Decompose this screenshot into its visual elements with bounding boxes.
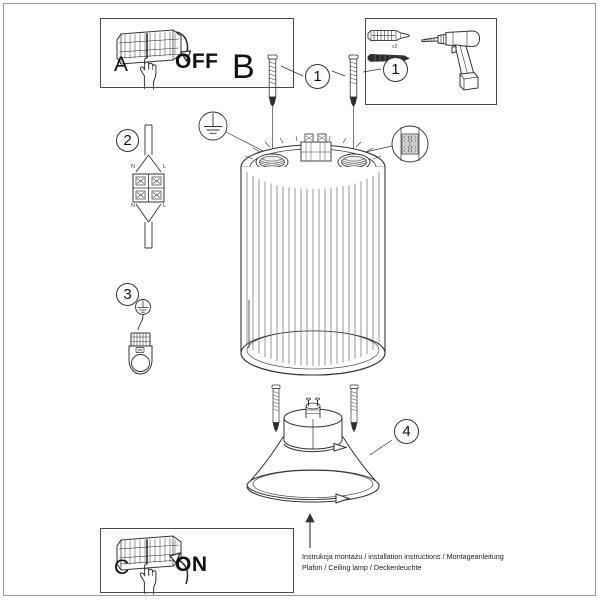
panel-a-action-label: OFF <box>175 50 219 73</box>
mounting-screws-top <box>267 54 382 160</box>
callout-step-4: 4 <box>394 419 419 444</box>
panel-c-box <box>100 528 294 593</box>
callout-tools-1: 1 <box>383 57 408 82</box>
panel-b-letter: B <box>232 48 255 86</box>
panel-a-artwork <box>116 29 192 90</box>
step2-wiring-artwork <box>132 124 165 249</box>
panel-a-box <box>100 18 294 88</box>
callout-step-3: 3 <box>116 283 139 306</box>
footer-line-2: Plafon / Ceiling lamp / Deckenleuchte <box>302 563 422 572</box>
step3-ground-artwork <box>128 299 153 375</box>
lamp-shade-cylinder <box>240 167 386 376</box>
screw-hole-left <box>255 153 289 171</box>
tools-panel-artwork <box>367 30 481 91</box>
wire-label-n-top: N <box>131 164 135 170</box>
terminal-detail-bubble <box>329 125 429 163</box>
tools-panel-box <box>365 18 497 105</box>
wire-label-l-top: L <box>163 164 167 170</box>
footer-line-1: Instrukcja montażu / installation instru… <box>302 552 504 561</box>
lamp-terminal-block <box>300 133 332 162</box>
bulb-fixing-screws <box>271 384 359 433</box>
callout-screw-1: 1 <box>305 64 330 89</box>
panel-c-letter: C <box>114 556 130 579</box>
wire-label-l-bottom: L <box>163 203 167 209</box>
wire-label-n-bottom: N <box>131 203 135 209</box>
panel-c-artwork <box>116 535 189 595</box>
sheet-outer-frame <box>3 3 596 596</box>
quantity-label: x2 <box>392 44 398 50</box>
gu10-bulb-assembly <box>246 397 393 504</box>
callout-step-2: 2 <box>116 129 139 152</box>
panel-a-letter: A <box>114 53 129 76</box>
bottom-down-arrow <box>305 513 315 548</box>
product-ceiling-lamp <box>240 133 386 376</box>
panel-c-action-label: ON <box>175 553 208 576</box>
